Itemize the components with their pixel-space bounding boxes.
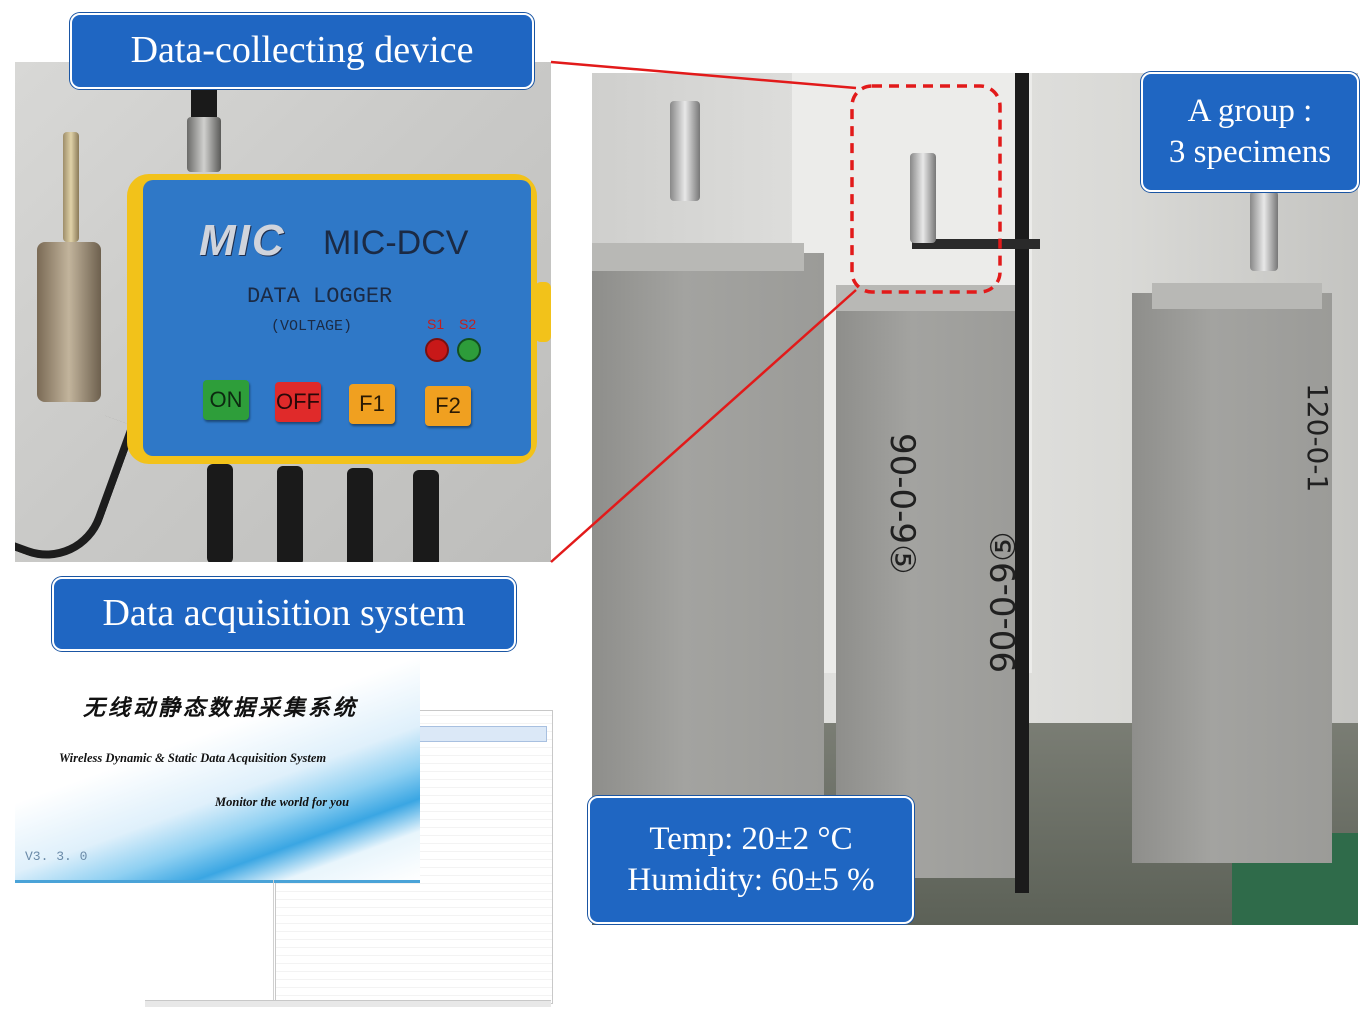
- bottom-connector-2: [277, 466, 303, 562]
- on-button[interactable]: ON: [203, 380, 249, 420]
- indicator-led-s1: [425, 338, 449, 362]
- sensor-tip: [63, 132, 79, 242]
- callout-device-text: Data-collecting device: [130, 29, 474, 72]
- callout-data-acquisition-system: Data acquisition system: [52, 577, 516, 651]
- f1-button-label: F1: [359, 391, 385, 416]
- model-label: MIC-DCV: [323, 224, 469, 262]
- top-connector-metal: [187, 117, 221, 172]
- callout-software-text: Data acquisition system: [102, 592, 466, 635]
- callout-group-line1: A group :: [1187, 92, 1313, 129]
- bottom-connector-3: [347, 468, 373, 562]
- splash-version: V3. 3. 0: [25, 849, 88, 864]
- specimens-photo: 90-0-9⑤ 90-0-9⑤ 120-0-1: [592, 73, 1358, 925]
- f2-button[interactable]: F2: [425, 386, 471, 426]
- leader-line-top: [550, 60, 857, 90]
- splash-slogan: Monitor the world for you: [215, 795, 350, 809]
- splash-panel: 无线动静态数据采集系统 Wireless Dynamic & Static Da…: [15, 620, 420, 883]
- sensor-clamp-arm: [912, 239, 1040, 249]
- callout-temp: Temp: 20±2 °C: [649, 820, 853, 857]
- callout-data-collecting-device: Data-collecting device: [70, 13, 534, 89]
- type-label: DATA LOGGER: [247, 284, 393, 309]
- indicator-led-s2: [457, 338, 481, 362]
- off-button-label: OFF: [276, 389, 320, 414]
- bottom-scrollbar[interactable]: [145, 1000, 551, 1007]
- sensor-right: [1250, 191, 1278, 271]
- sensor-middle: [910, 153, 936, 243]
- callout-humidity: Humidity: 60±5 %: [627, 862, 875, 898]
- splash-title-en: Wireless Dynamic & Static Data Acquisiti…: [59, 751, 327, 765]
- logger-face: MIC MIC-DCV DATA LOGGER (VOLTAGE) S1 S2 …: [143, 180, 531, 456]
- software-screenshot: 无线动静态数据采集系统 Wireless Dynamic & Static Da…: [15, 580, 555, 1010]
- brand-logo: MIC: [199, 216, 286, 265]
- displacement-sensor: [37, 242, 101, 402]
- callout-specimen-group: A group : 3 specimens: [1141, 72, 1359, 192]
- sensor-left: [670, 101, 700, 201]
- specimen-left-top: [592, 243, 804, 271]
- splash-title-cn: 无线动静态数据采集系统: [83, 695, 359, 721]
- off-button[interactable]: OFF: [275, 382, 321, 422]
- bottom-connector-1: [207, 464, 233, 562]
- stand-rod: [1015, 73, 1029, 893]
- side-switch: [535, 282, 551, 342]
- specimen-left: [592, 253, 824, 813]
- sub-label: (VOLTAGE): [271, 318, 353, 335]
- indicator-label-s1: S1: [427, 316, 445, 332]
- side-list: [145, 880, 274, 1000]
- f1-button[interactable]: F1: [349, 384, 395, 424]
- specimen-middle: [836, 298, 1026, 878]
- callout-group-line2: 3 specimens: [1168, 134, 1332, 170]
- specimen-right-top: [1152, 283, 1322, 309]
- callout-environment: Temp: 20±2 °C Humidity: 60±5 %: [588, 796, 914, 924]
- specimen-right: [1132, 293, 1332, 863]
- on-button-label: ON: [209, 387, 243, 412]
- indicator-label-s2: S2: [459, 316, 477, 332]
- bottom-connector-4: [413, 470, 439, 562]
- sensor-highlight-box: [850, 84, 1002, 294]
- specimen-middle-top: [836, 285, 1026, 311]
- f2-button-label: F2: [435, 393, 461, 418]
- data-logger-photo: MIC MIC-DCV DATA LOGGER (VOLTAGE) S1 S2 …: [15, 62, 551, 562]
- leader-line-bottom: [550, 289, 857, 563]
